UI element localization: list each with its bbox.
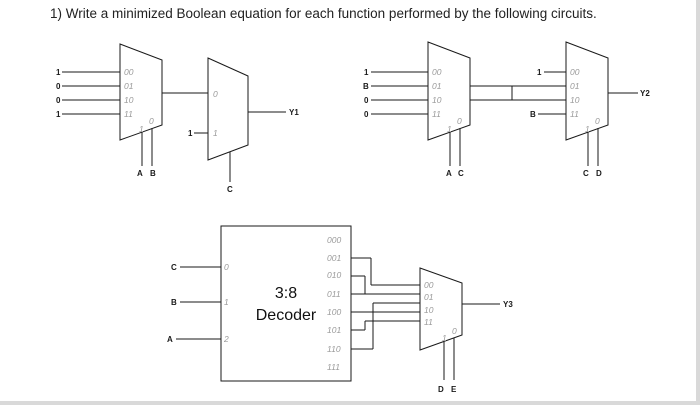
decoder-pin-1: 1	[224, 297, 229, 307]
y2-input-0: 1	[364, 68, 369, 77]
decoder-out-110: 110	[327, 344, 341, 354]
y2-mux2-sel-pin-0: 0	[595, 116, 600, 126]
y1-input-3: 1	[56, 110, 61, 119]
y1-mux2-pin-1: 1	[213, 128, 218, 138]
decoder-pin-2: 2	[223, 334, 229, 344]
y2-mux2-const: 1	[537, 68, 542, 77]
y2-mux2-pin-01: 01	[570, 81, 580, 91]
y2-mux2-b: B	[530, 110, 536, 119]
y1-mux1-pin-10: 10	[124, 95, 134, 105]
y1-select-a: A	[137, 169, 143, 178]
decoder-out-100: 100	[327, 307, 341, 317]
y2-mux1-pin-00: 00	[432, 67, 442, 77]
y2-mux1-pin-11: 11	[432, 109, 441, 119]
decoder-title: 3:8	[275, 285, 297, 302]
y3-mux-4to1	[419, 267, 463, 351]
y2-mux1-pin-01: 01	[432, 81, 442, 91]
y1-input-0: 1	[56, 68, 61, 77]
y2-select-c: C	[458, 169, 464, 178]
decoder-out-001: 001	[327, 253, 341, 263]
y3-select-d: D	[438, 385, 444, 394]
y3-mux-pin-00: 00	[424, 280, 434, 290]
decoder-3to8	[220, 225, 352, 382]
y2-input-2: 0	[364, 96, 369, 105]
y1-mux2-pin-0: 0	[213, 89, 218, 99]
y2-mux1-sel-pin-0: 0	[457, 116, 462, 126]
y3-select-e: E	[451, 385, 457, 394]
y1-mux1-sel-pin-0: 0	[149, 116, 154, 126]
decoder-pin-0: 0	[224, 262, 229, 272]
y1-select-b: B	[150, 169, 156, 178]
y2-mux-first	[427, 41, 471, 141]
decoder-out-010: 010	[327, 270, 341, 280]
y1-mux1-pin-00: 00	[124, 67, 134, 77]
y1-mux1-pin-11: 11	[124, 109, 133, 119]
decoder-input-b: B	[171, 298, 177, 307]
y2-mux1-sel-pin-1: 1	[447, 124, 452, 134]
y2-mux2-pin-10: 10	[570, 95, 580, 105]
decoder-out-000: 000	[327, 235, 341, 245]
y2-select-c2: C	[583, 169, 589, 178]
y2-select-a: A	[446, 169, 452, 178]
y3-mux-sel-pin-1: 1	[442, 333, 447, 343]
y2-mux1-pin-10: 10	[432, 95, 442, 105]
decoder-out-111: 111	[327, 362, 340, 372]
y2-mux2-pin-00: 00	[570, 67, 580, 77]
y1-select-c: C	[227, 185, 233, 194]
y1-input-1: 0	[56, 82, 61, 91]
decoder-out-101: 101	[327, 325, 341, 335]
y3-mux-sel-pin-0: 0	[452, 326, 457, 336]
y2-mux-second	[565, 41, 609, 141]
decoder-out-011: 011	[327, 289, 341, 299]
y3-mux-pin-11: 11	[424, 317, 433, 327]
y2-mux2-pin-11: 11	[570, 109, 579, 119]
y2-input-3: 0	[364, 110, 369, 119]
y2-output: Y2	[640, 89, 650, 98]
circuit-y1: 1 0 0 1 00 01 10 11 1 0 A B 0 1 1 C Y1	[56, 43, 299, 194]
y3-mux-pin-10: 10	[424, 305, 434, 315]
y1-mux2-const: 1	[188, 129, 193, 138]
y1-input-2: 0	[56, 96, 61, 105]
y1-mux1-sel-pin-1: 1	[139, 124, 144, 134]
y1-mux1-pin-01: 01	[124, 81, 134, 91]
y1-output: Y1	[289, 108, 299, 117]
decoder-subtitle: Decoder	[256, 307, 317, 324]
decoder-input-c: C	[171, 263, 177, 272]
decoder-input-a: A	[167, 335, 173, 344]
y2-input-1: B	[363, 82, 369, 91]
circuit-y3: 3:8 Decoder C B A 0 1 2 000 001 010 011 …	[167, 225, 513, 394]
circuit-y2: 1 B 0 0 00 01 10 11 1 0 A C 1 B 00 01 10…	[363, 41, 650, 178]
y2-mux2-sel-pin-1: 1	[585, 124, 590, 134]
y3-mux-pin-01: 01	[424, 292, 434, 302]
question-text: 1) Write a minimized Boolean equation fo…	[50, 6, 597, 21]
y1-mux-2to1	[207, 57, 249, 161]
y1-mux-4to1	[119, 43, 163, 141]
y2-select-d: D	[596, 169, 602, 178]
y3-output: Y3	[503, 300, 513, 309]
